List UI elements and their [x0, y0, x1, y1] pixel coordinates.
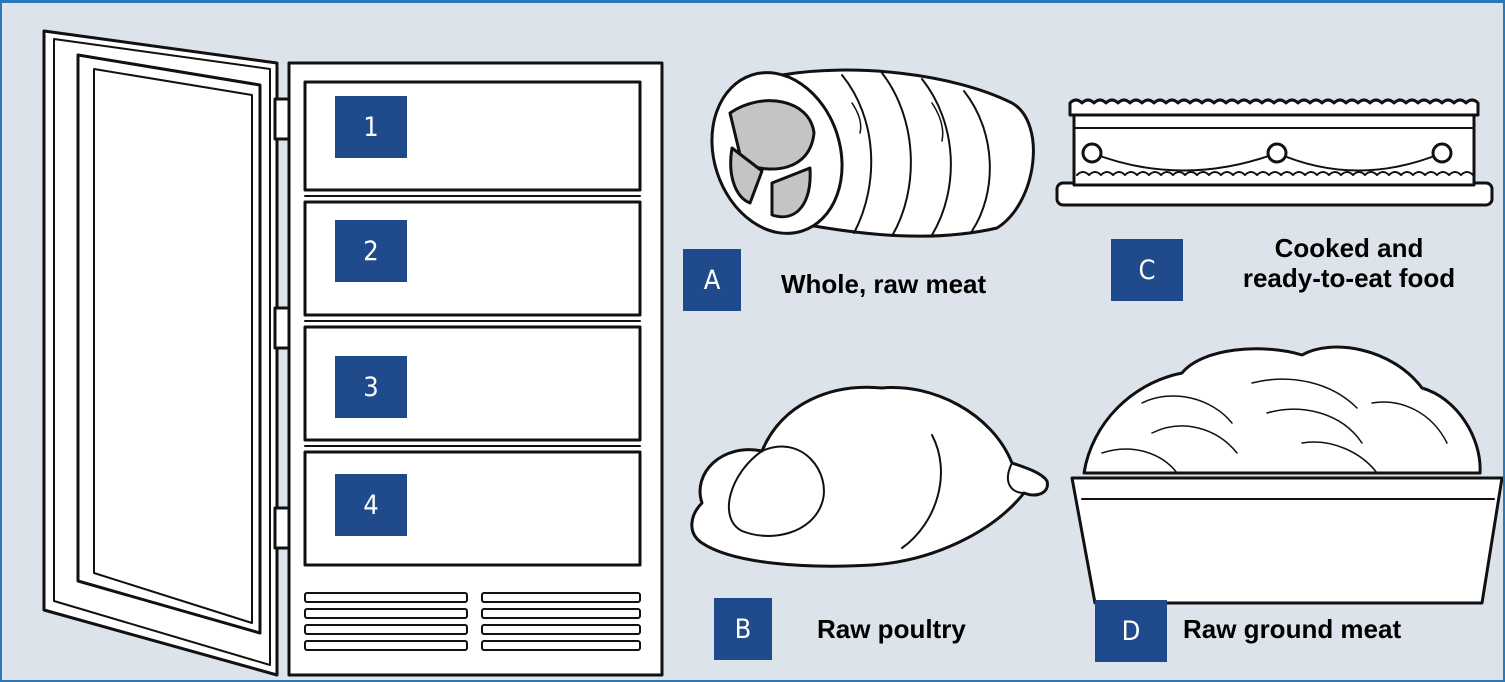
caption-cooked-line1: Cooked and: [1204, 233, 1494, 263]
cooked-cake-icon: [1057, 100, 1492, 205]
fridge-door: [44, 31, 277, 675]
shelf-badge-4: 4: [335, 474, 407, 536]
caption-raw-poultry: Raw poultry: [817, 614, 966, 644]
illustration: [2, 3, 1505, 682]
raw-poultry-icon: [692, 387, 1048, 566]
caption-raw-ground-meat: Raw ground meat: [1183, 614, 1401, 644]
food-badge-a: A: [683, 249, 741, 311]
raw-meat-roast-icon: [692, 56, 1034, 251]
raw-ground-meat-icon: [1072, 347, 1502, 603]
caption-whole-raw-meat: Whole, raw meat: [781, 269, 986, 299]
caption-cooked-ready-to-eat: Cooked and ready-to-eat food: [1204, 233, 1494, 293]
shelf-badge-1: 1: [335, 96, 407, 158]
food-badge-b: B: [714, 598, 772, 660]
shelf-badge-3: 3: [335, 356, 407, 418]
food-badge-c: C: [1111, 239, 1183, 301]
food-badge-d: D: [1095, 600, 1167, 662]
shelf-badge-2: 2: [335, 220, 407, 282]
caption-cooked-line2: ready-to-eat food: [1204, 263, 1494, 293]
